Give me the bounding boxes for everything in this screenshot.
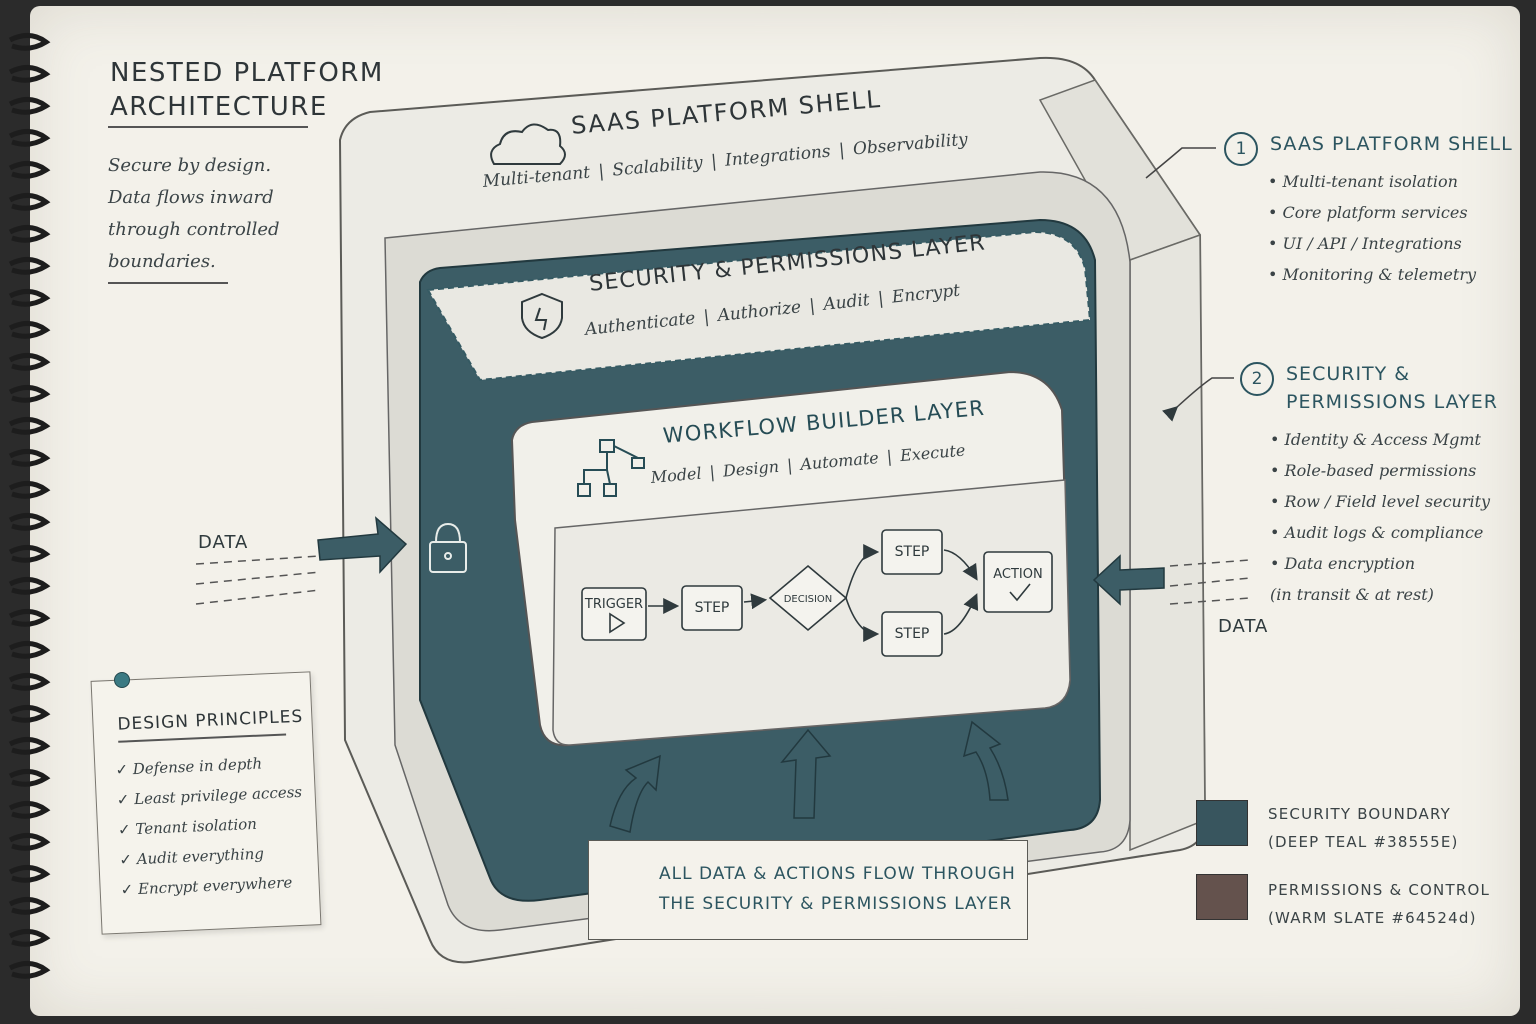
- spiral-ring: [8, 225, 51, 243]
- spiral-ring: [8, 321, 51, 339]
- side-security-item: Role-based permissions: [1270, 455, 1490, 486]
- legend-label-security: SECURITY BOUNDARY (DEEP TEAL #38555E): [1268, 805, 1459, 851]
- side-shell-item: Core platform services: [1268, 197, 1476, 228]
- security-number-badge: 2: [1240, 362, 1274, 396]
- lock-icon: [429, 522, 467, 573]
- pin-icon: [114, 672, 130, 688]
- spiral-ring: [8, 33, 51, 51]
- action-label: ACTION: [993, 567, 1042, 582]
- step-top-node: [881, 529, 943, 575]
- leader-line-security: [1162, 377, 1234, 422]
- spiral-ring: [8, 865, 51, 883]
- spiral-ring: [8, 673, 51, 691]
- side-security-item: Row / Field level security: [1270, 486, 1491, 517]
- decision-node: [768, 564, 848, 632]
- spiral-ring: [8, 417, 51, 435]
- spiral-ring: [8, 641, 51, 659]
- shield-icon: [521, 292, 563, 340]
- intro-underline: [108, 282, 228, 284]
- trigger-node: [581, 587, 647, 641]
- side-shell-item: Multi-tenant isolation: [1268, 166, 1476, 197]
- data-label-right: DATA: [1218, 616, 1269, 637]
- flowchart-icon: [577, 439, 645, 497]
- spiral-ring: [8, 129, 51, 147]
- side-shell-list: Multi-tenant isolationCore platform serv…: [1268, 166, 1476, 290]
- side-shell-item: Monitoring & telemetry: [1268, 259, 1476, 290]
- principles-underline: [118, 733, 287, 743]
- flow-callout-text: ALL DATA & ACTIONS FLOW THROUGH THE SECU…: [659, 864, 1016, 914]
- side-shell-item: UI / API / Integrations: [1268, 228, 1476, 259]
- intro-text: Secure by design. Data flows inward thro…: [108, 155, 280, 272]
- spiral-ring: [8, 65, 51, 83]
- shell-number-badge: 1: [1224, 132, 1258, 166]
- principles-heading: DESIGN PRINCIPLES: [117, 706, 304, 735]
- data-label-left: DATA: [198, 532, 249, 553]
- page-title: NESTED PLATFORM ARCHITECTURE: [110, 58, 384, 122]
- spiral-ring: [8, 161, 51, 179]
- principles-list: Defense in depthLeast privilege accessTe…: [115, 747, 307, 905]
- side-security-list: Identity & Access MgmtRole-based permiss…: [1270, 424, 1490, 610]
- spiral-binding: [8, 33, 51, 979]
- spiral-ring: [8, 193, 51, 211]
- spiral-ring: [8, 833, 51, 851]
- flow-callout-box: ALL DATA & ACTIONS FLOW THROUGH THE SECU…: [588, 840, 1028, 940]
- side-security-item: Audit logs & compliance: [1270, 517, 1490, 548]
- spiral-ring: [8, 481, 51, 499]
- spiral-ring: [8, 513, 51, 531]
- trigger-label: TRIGGER: [584, 597, 643, 612]
- spiral-ring: [8, 961, 51, 979]
- spiral-ring: [8, 257, 51, 275]
- spiral-ring: [8, 769, 51, 787]
- spiral-ring: [8, 897, 51, 915]
- spiral-ring: [8, 929, 51, 947]
- step-label: STEP: [695, 600, 730, 616]
- legend-swatch-security: [1196, 800, 1248, 846]
- data-arrow-right: [1092, 554, 1251, 606]
- spiral-ring: [8, 353, 51, 371]
- side-shell-heading: SAAS PLATFORM SHELL: [1270, 133, 1513, 155]
- side-security-item: Identity & Access Mgmt: [1270, 424, 1490, 455]
- step-bottom-label: STEP: [895, 626, 930, 642]
- spiral-ring: [8, 385, 51, 403]
- upward-flow-arrows: [609, 720, 1009, 833]
- workflow-flowchart: [581, 529, 1053, 657]
- spiral-ring: [8, 545, 51, 563]
- action-node: [983, 551, 1053, 613]
- decision-label: DECISION: [784, 594, 833, 605]
- spiral-ring: [8, 705, 51, 723]
- cloud-icon: [490, 123, 566, 165]
- step-bottom-node: [881, 611, 943, 657]
- spiral-ring: [8, 577, 51, 595]
- spiral-ring: [8, 97, 51, 115]
- spiral-ring: [8, 289, 51, 307]
- spiral-ring: [8, 801, 51, 819]
- spiral-ring: [8, 609, 51, 627]
- design-principles-note: DESIGN PRINCIPLES Defense in depthLeast …: [90, 671, 322, 935]
- step-top-label: STEP: [895, 544, 930, 560]
- step-node: [681, 585, 743, 631]
- side-security-item: Data encryption (in transit & at rest): [1270, 548, 1490, 610]
- legend-label-permissions: PERMISSIONS & CONTROL (WARM SLATE #64524…: [1268, 881, 1491, 927]
- leader-line-shell: [1145, 147, 1216, 179]
- title-underline: [108, 126, 308, 128]
- data-arrow-left: [195, 516, 408, 605]
- spiral-ring: [8, 449, 51, 467]
- legend-swatch-permissions: [1196, 874, 1248, 920]
- side-security-heading: SECURITY & PERMISSIONS LAYER: [1286, 363, 1499, 413]
- spiral-ring: [8, 737, 51, 755]
